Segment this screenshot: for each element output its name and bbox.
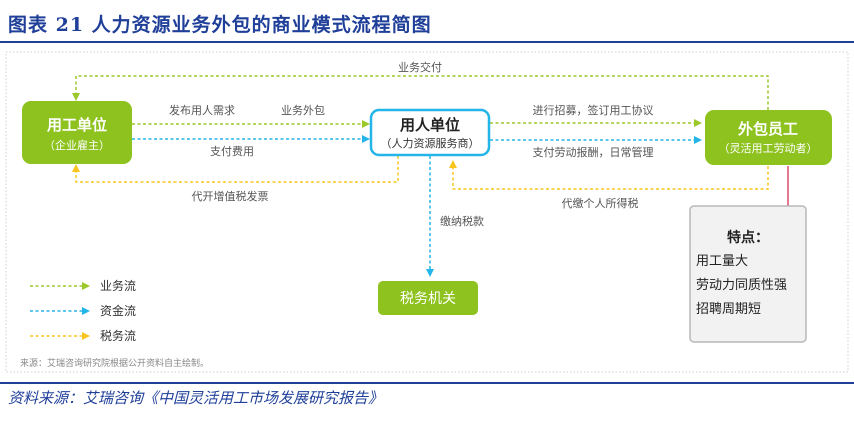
label-pay-wage: 支付劳动报酬，日常管理 <box>533 145 654 159</box>
edge-withhold-tax <box>449 160 769 190</box>
node-worker <box>705 110 832 165</box>
node-agency <box>369 108 491 157</box>
features-heading: 特点： <box>727 229 769 246</box>
label-business-outsource: 业务外包 <box>281 104 325 117</box>
label-pay-fee: 支付费用 <box>210 145 254 158</box>
node-agency-subtitle: （人力资源服务商） <box>381 136 480 150</box>
node-agency-title: 用人单位 <box>400 116 460 134</box>
footnote: 来源：艾瑞咨询研究院根据公开资料自主绘制。 <box>20 357 209 369</box>
edge-business-delivery <box>72 75 769 110</box>
node-worker-title: 外包员工 <box>737 120 798 138</box>
node-employer-subtitle: （企业雇主） <box>44 138 110 152</box>
node-tax-title: 税务机关 <box>400 291 456 307</box>
features-box <box>689 205 807 343</box>
node-worker-subtitle: （灵活用工劳动者） <box>719 142 818 155</box>
feature-item: 用工量大 <box>696 254 748 269</box>
node-tax <box>378 281 478 315</box>
feature-item: 劳动力同质性强 <box>696 277 787 293</box>
figure-title: 图表 21 人力资源业务外包的商业模式流程简图 <box>8 14 432 36</box>
label-publish-demand: 发布用人需求 <box>169 103 235 117</box>
legend-business-label: 业务流 <box>100 278 136 293</box>
feature-item: 招聘周期短 <box>696 302 761 317</box>
legend: 业务流 资金流 税务流 <box>30 278 136 343</box>
legend-tax-label: 税务流 <box>100 328 136 343</box>
label-business-delivery: 业务交付 <box>398 60 442 74</box>
legend-capital-label: 资金流 <box>100 303 136 318</box>
label-pay-tax: 缴纳税款 <box>440 214 484 228</box>
panel-frame <box>5 51 849 373</box>
source-note: 资料来源：艾瑞咨询《中国灵活用工市场发展研究报告》 <box>8 389 384 407</box>
label-recruit-sign: 进行招募，签订用工协议 <box>533 103 654 117</box>
top-rule <box>0 41 854 43</box>
edge-invoice <box>72 156 399 183</box>
label-withhold-tax: 代缴个人所得税 <box>562 196 639 210</box>
label-invoice: 代开增值税发票 <box>192 189 269 203</box>
bottom-rule <box>0 382 854 384</box>
node-employer-title: 用工单位 <box>47 116 107 134</box>
node-employer <box>22 101 132 164</box>
